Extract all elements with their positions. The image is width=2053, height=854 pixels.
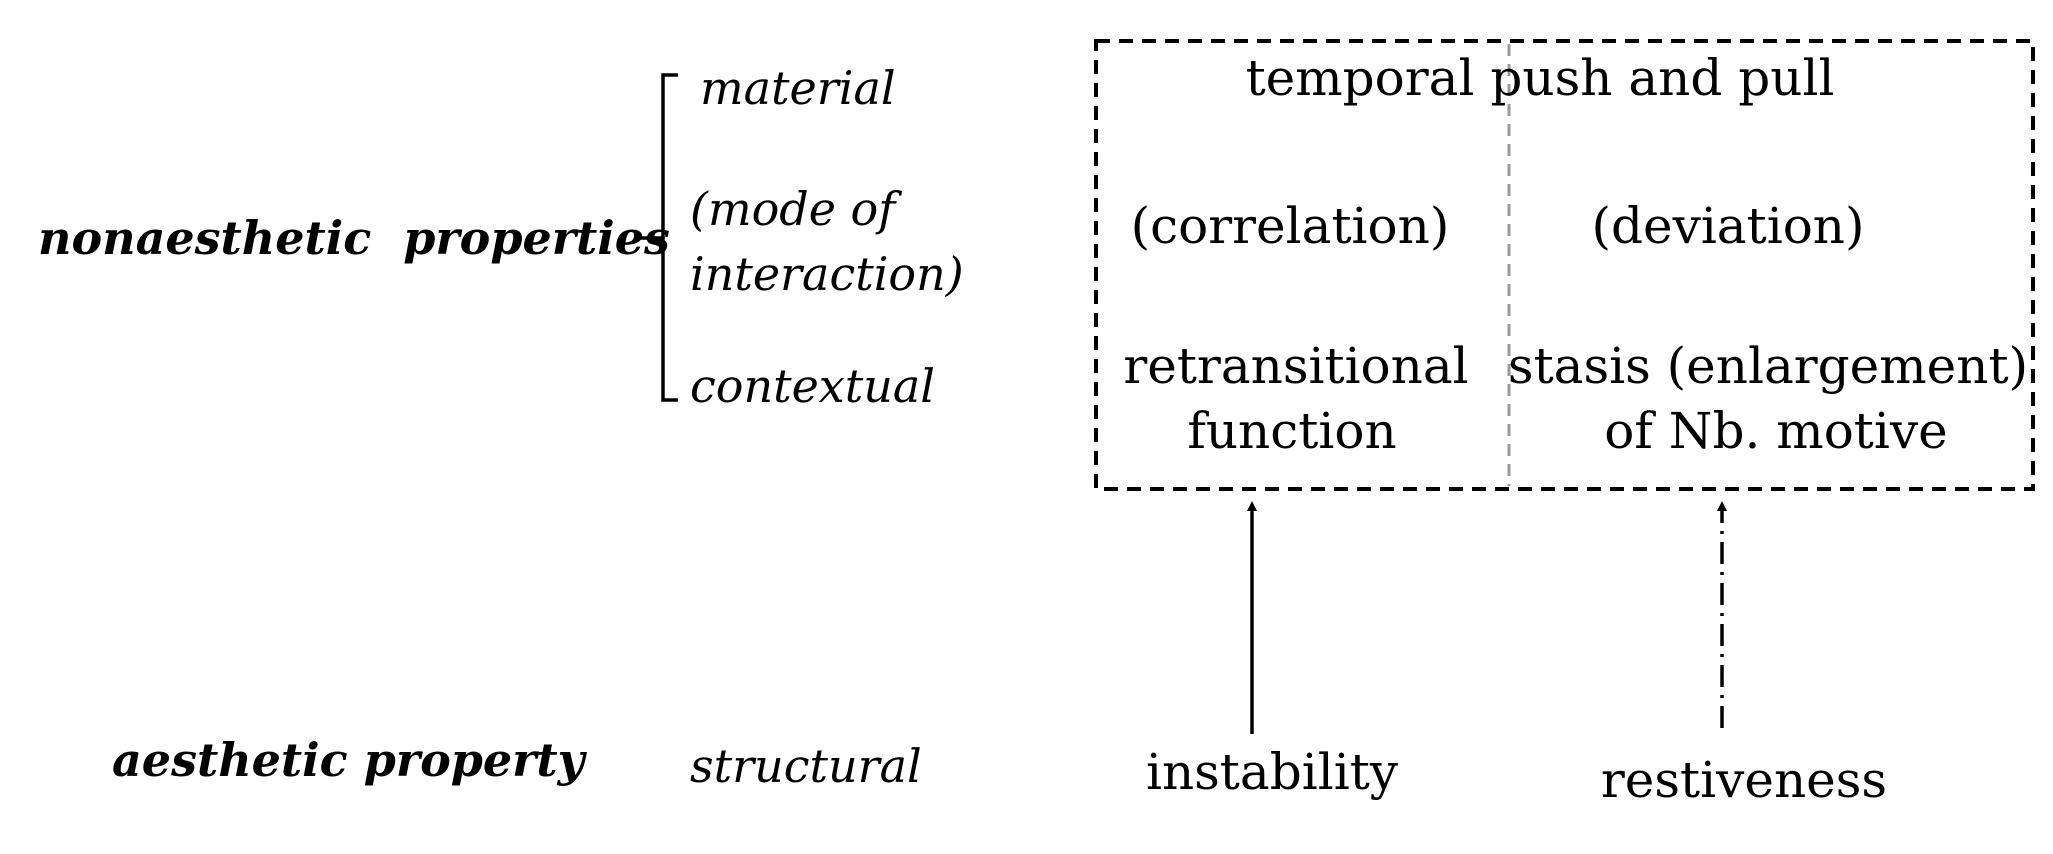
material-label: material	[700, 61, 896, 115]
box-title: temporal push and pull	[1246, 49, 1835, 107]
mode-of-interaction-label-line2: interaction)	[690, 247, 964, 301]
stasis-line2: of Nb. motive	[1604, 402, 1947, 460]
deviation-header: (deviation)	[1591, 197, 1864, 255]
aesthetic-property-label: aesthetic property	[112, 733, 588, 787]
contextual-label: contextual	[690, 359, 935, 413]
retransitional-line2: function	[1187, 402, 1396, 460]
bracket	[640, 73, 678, 402]
structural-label: structural	[690, 739, 922, 793]
nonaesthetic-properties-label: nonaesthetic properties	[38, 211, 670, 265]
temporal-push-pull-box	[1094, 39, 2035, 491]
retransitional-line1: retransitional	[1123, 337, 1468, 395]
mode-of-interaction-label-line1: (mode of	[690, 182, 902, 236]
restiveness-label: restiveness	[1601, 751, 1887, 809]
stasis-line1: stasis (enlargement)	[1508, 337, 2028, 395]
instability-label: instability	[1146, 743, 1399, 801]
correlation-header: (correlation)	[1131, 197, 1450, 255]
